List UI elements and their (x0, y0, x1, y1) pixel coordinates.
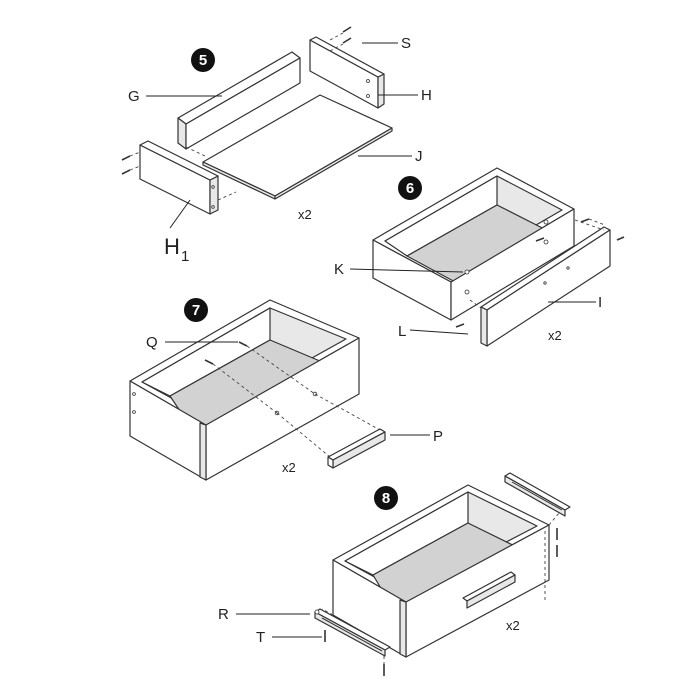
drawer-front-panel-i (469, 219, 611, 347)
step-5-number: 5 (199, 52, 207, 69)
label-r: R (218, 606, 229, 623)
step-7: 7 (129, 298, 443, 481)
drawer-slide-right (504, 472, 571, 600)
step-5-quantity: x2 (298, 207, 312, 222)
label-h1-main: H (164, 234, 180, 259)
drawer-side-panel-h1 (139, 140, 237, 215)
drawer-box-front (129, 299, 360, 481)
label-l: L (398, 323, 406, 340)
step-6-number: 6 (406, 180, 414, 197)
label-p: P (433, 428, 443, 445)
label-k: K (334, 261, 344, 278)
label-i: I (598, 294, 602, 311)
label-q: Q (146, 334, 158, 351)
drawer-box (372, 167, 575, 321)
step-7-quantity: x2 (282, 460, 296, 475)
step-8-badge (374, 486, 398, 510)
step-6-badge (398, 176, 422, 200)
step-6-quantity: x2 (548, 328, 562, 343)
step-5-badge (191, 48, 215, 72)
step-8: 8 (218, 472, 571, 676)
step-6: 6 (334, 167, 625, 347)
screws-s (329, 26, 352, 52)
label-j: J (415, 148, 423, 165)
label-g: G (128, 88, 140, 105)
screws-left (121, 151, 141, 175)
step-5: 5 (121, 26, 432, 265)
label-s: S (401, 35, 411, 52)
step-8-number: 8 (382, 490, 390, 507)
drawer-assembled (332, 484, 550, 658)
step-7-number: 7 (192, 302, 200, 319)
label-h1-subscript: 1 (181, 248, 189, 265)
label-t: T (256, 629, 265, 646)
handle-p (276, 393, 386, 469)
drawer-slide-left (314, 608, 391, 676)
drawer-back-panel-g (177, 51, 301, 157)
label-h: H (421, 87, 432, 104)
drawer-bottom-board-j (202, 94, 393, 200)
step-8-quantity: x2 (506, 618, 520, 633)
drawer-side-panel-h (309, 36, 385, 109)
step-7-badge (184, 298, 208, 322)
